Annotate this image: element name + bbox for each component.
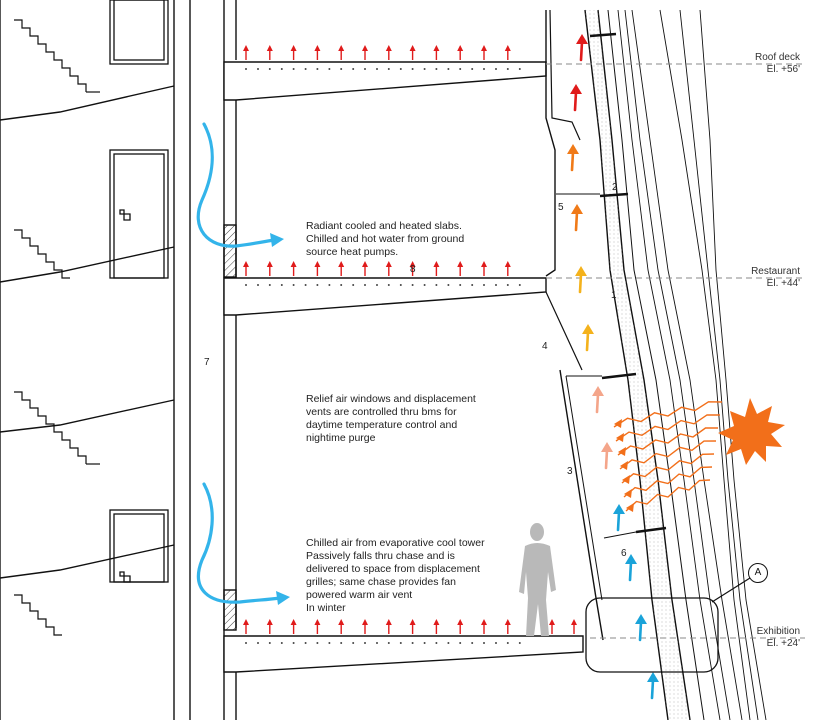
vent-arrow xyxy=(266,45,283,70)
vent-arrow xyxy=(409,261,426,286)
solar-ray xyxy=(625,479,711,512)
floor-slabs xyxy=(223,61,584,673)
vent-arrow xyxy=(457,261,474,286)
vent-arrow xyxy=(362,261,378,286)
level-restaurant-name: Restaurant xyxy=(751,266,800,277)
note-chilled-air: Chilled air from evaporative cool tower … xyxy=(306,537,485,614)
vent-arrow xyxy=(385,261,402,286)
person-silhouette xyxy=(519,523,556,636)
vent-arrow xyxy=(243,45,259,70)
vent-arrow xyxy=(385,619,402,644)
vent-arrow xyxy=(314,45,331,70)
vent-arrow xyxy=(549,619,555,634)
vent-arrow xyxy=(504,619,521,644)
solar-ray xyxy=(613,401,723,428)
level-exhibition-name: Exhibition xyxy=(756,626,800,637)
vent-arrow xyxy=(243,619,259,644)
level-roof-deck-name: Roof deck xyxy=(754,52,800,63)
level-restaurant-elevation: El. +44' xyxy=(766,278,800,289)
vent-arrow xyxy=(290,261,307,286)
vent-arrow xyxy=(243,261,259,286)
cavity-arrow xyxy=(575,266,587,294)
facade-dotted-fill xyxy=(585,10,690,720)
door-icon xyxy=(109,0,169,583)
displacement-vents-restaurant xyxy=(243,261,521,286)
label-4: 4 xyxy=(542,341,548,352)
airflow-arrow-icon xyxy=(196,122,282,604)
vent-arrow xyxy=(433,261,450,286)
vent-arrow xyxy=(338,619,355,644)
vent-arrow xyxy=(571,619,577,634)
displacement-vents-roof xyxy=(243,45,521,70)
cavity-arrow xyxy=(601,442,613,470)
vent-arrow xyxy=(362,619,378,644)
level-roof-deck: Roof deck El. +56' xyxy=(700,52,800,76)
cavity-airflow-arrows xyxy=(567,34,659,700)
cavity-arrow xyxy=(592,386,604,414)
label-6: 6 xyxy=(621,548,627,559)
level-exhibition: Exhibition El. +24' xyxy=(700,626,800,650)
cavity-arrow xyxy=(625,554,637,582)
vent-arrow xyxy=(266,619,283,644)
detail-callout-a: A xyxy=(748,563,768,583)
solar-ray xyxy=(617,427,718,456)
vent-arrow xyxy=(433,619,450,644)
displacement-vents-exhibition xyxy=(243,619,577,644)
vent-arrow xyxy=(409,45,426,70)
vent-arrow xyxy=(457,619,474,644)
cavity-arrow xyxy=(571,204,583,232)
level-lines xyxy=(546,63,805,639)
chase-shaft xyxy=(189,0,237,720)
detail-leader xyxy=(711,577,751,603)
level-exhibition-elevation: El. +24' xyxy=(766,638,800,649)
vent-arrow xyxy=(290,619,307,644)
vent-arrow xyxy=(457,45,474,70)
facade-interior-lines xyxy=(556,193,637,539)
solar-ray xyxy=(623,466,713,498)
vent-arrow xyxy=(504,45,521,70)
cavity-arrow xyxy=(567,144,579,172)
level-roof-deck-elevation: El. +56' xyxy=(766,64,800,75)
vent-arrow xyxy=(338,261,355,286)
vent-arrow xyxy=(409,619,426,644)
label-2: 2 xyxy=(612,182,618,193)
vent-arrow xyxy=(266,261,283,286)
vent-arrow xyxy=(362,45,378,70)
cavity-arrow xyxy=(635,614,647,642)
vent-arrow xyxy=(481,619,497,644)
facade-mullions xyxy=(589,32,667,534)
cavity-arrow xyxy=(576,34,588,62)
level-restaurant: Restaurant El. +44' xyxy=(700,266,800,290)
airflow-arrowheads xyxy=(270,233,290,605)
vent-arrow xyxy=(433,45,450,70)
vent-arrow xyxy=(385,45,402,70)
vent-arrow xyxy=(314,619,331,644)
solar-ray xyxy=(619,440,717,470)
label-7: 7 xyxy=(204,357,210,368)
stair-core xyxy=(0,0,175,720)
vent-arrow xyxy=(338,45,355,70)
cavity-arrow xyxy=(582,324,594,352)
vent-arrow xyxy=(504,261,521,286)
note-radiant-slabs: Radiant cooled and heated slabs. Chilled… xyxy=(306,220,465,258)
cavity-arrow xyxy=(613,504,625,532)
cavity-arrow xyxy=(570,84,582,112)
detail-boundary xyxy=(585,597,719,673)
vent-arrow xyxy=(314,261,331,286)
solar-heat-rays xyxy=(613,401,723,512)
vent-arrow xyxy=(481,261,497,286)
sun-icon xyxy=(718,398,785,465)
label-8: 8 xyxy=(410,264,416,275)
label-1: 1 xyxy=(611,290,617,301)
solar-ray xyxy=(621,453,715,484)
solar-ray xyxy=(615,414,721,442)
label-5: 5 xyxy=(558,202,564,213)
vent-arrow xyxy=(290,45,307,70)
label-3: 3 xyxy=(567,466,573,477)
vent-arrow xyxy=(481,45,497,70)
note-relief-air: Relief air windows and displacement vent… xyxy=(306,393,476,444)
stair-icon xyxy=(14,19,100,636)
cavity-arrow xyxy=(647,672,659,700)
